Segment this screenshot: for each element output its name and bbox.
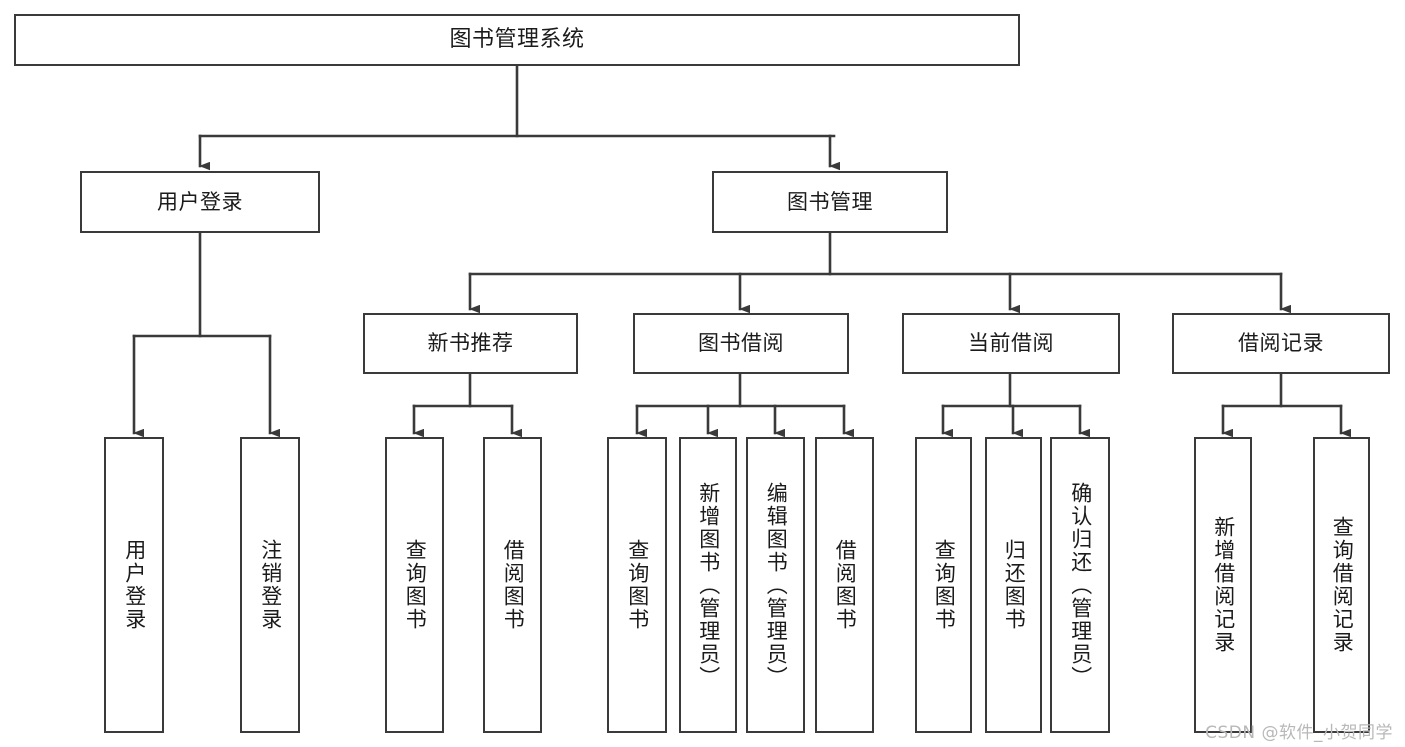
node-label: 查询借阅记录 (1330, 516, 1355, 654)
leaf-user-login-login[interactable]: 用户登录 (104, 437, 164, 733)
leaf-borrow-record-query-record[interactable]: 查询借阅记录 (1313, 437, 1370, 733)
node-label: 新增图书（管理员） (696, 481, 721, 689)
node-label: 借阅图书 (501, 539, 526, 631)
node-label: 用户登录 (157, 189, 243, 214)
node-label: 查询图书 (932, 539, 957, 631)
node-label: 新增借阅记录 (1211, 516, 1236, 654)
leaf-new-book-borrow-book[interactable]: 借阅图书 (483, 437, 542, 733)
node-new-book-recommend[interactable]: 新书推荐 (363, 313, 578, 374)
node-label: 归还图书 (1002, 539, 1027, 631)
node-book-borrow[interactable]: 图书借阅 (633, 313, 849, 374)
node-label: 图书借阅 (698, 331, 784, 356)
node-label: 用户登录 (122, 539, 147, 631)
node-label: 图书管理系统 (449, 27, 585, 53)
leaf-book-borrow-borrow-book[interactable]: 借阅图书 (815, 437, 874, 733)
leaf-new-book-query-book[interactable]: 查询图书 (385, 437, 444, 733)
node-label: 注销登录 (258, 539, 283, 631)
node-root-book-management-system[interactable]: 图书管理系统 (14, 14, 1020, 66)
leaf-book-borrow-add-book[interactable]: 新增图书（管理员） (679, 437, 737, 733)
csdn-watermark: CSDN @软件_小贺同学 (1205, 723, 1393, 743)
node-label: 查询图书 (403, 539, 428, 631)
leaf-book-borrow-edit-book[interactable]: 编辑图书（管理员） (746, 437, 805, 733)
node-label: 借阅记录 (1238, 331, 1324, 356)
leaf-current-borrow-return-book[interactable]: 归还图书 (985, 437, 1042, 733)
leaf-user-login-logout[interactable]: 注销登录 (240, 437, 300, 733)
leaf-current-borrow-confirm-return[interactable]: 确认归还（管理员） (1050, 437, 1110, 733)
leaf-book-borrow-query-book[interactable]: 查询图书 (607, 437, 667, 733)
leaf-current-borrow-query-book[interactable]: 查询图书 (915, 437, 972, 733)
node-book-management[interactable]: 图书管理 (712, 171, 948, 233)
node-current-borrow[interactable]: 当前借阅 (902, 313, 1120, 374)
node-label: 查询图书 (625, 539, 650, 631)
node-borrow-record[interactable]: 借阅记录 (1172, 313, 1390, 374)
node-label: 当前借阅 (968, 331, 1054, 356)
node-label: 编辑图书（管理员） (764, 481, 789, 689)
leaf-borrow-record-add-record[interactable]: 新增借阅记录 (1194, 437, 1252, 733)
node-user-login[interactable]: 用户登录 (80, 171, 320, 233)
node-label: 借阅图书 (833, 539, 858, 631)
node-label: 确认归还（管理员） (1068, 481, 1093, 689)
node-label: 新书推荐 (427, 331, 514, 356)
node-label: 图书管理 (787, 189, 873, 214)
